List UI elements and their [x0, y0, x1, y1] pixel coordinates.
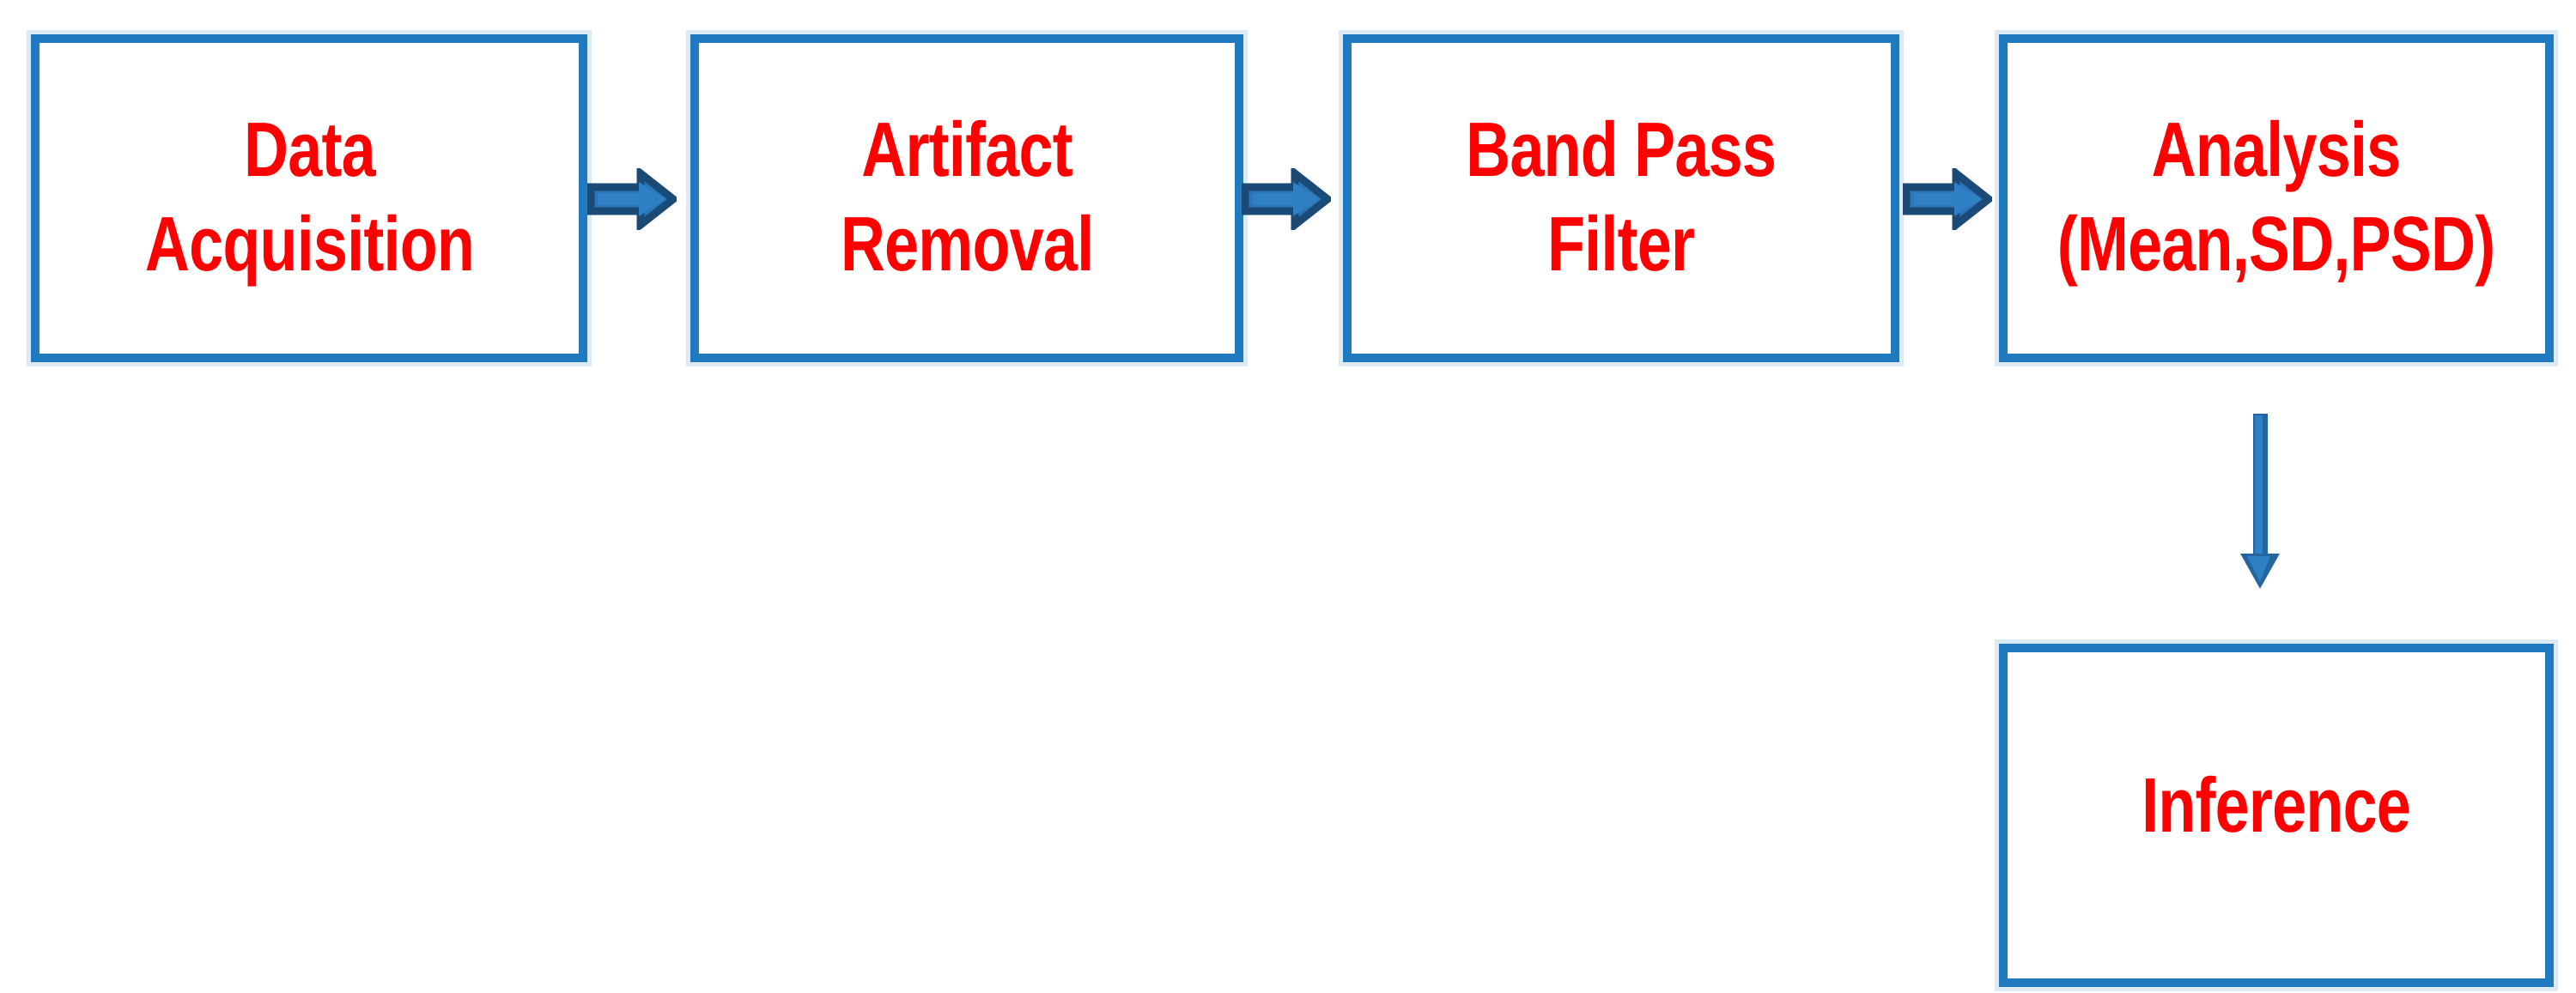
- arrow-right-icon: [1902, 165, 1996, 233]
- process-box-label: Data Acquisition: [144, 104, 474, 293]
- process-box-label-line: Band Pass: [1466, 107, 1777, 194]
- arrow-right-icon: [586, 165, 680, 233]
- process-box-label-line: Filter: [1547, 202, 1695, 288]
- process-box-artifact-removal[interactable]: Artifact Removal: [690, 34, 1243, 362]
- process-box-analysis[interactable]: Analysis (Mean,SD,PSD): [1999, 34, 2554, 362]
- process-box-data-acquisition[interactable]: Data Acquisition: [31, 34, 587, 362]
- process-box-label: Band Pass Filter: [1467, 104, 1777, 293]
- process-box-inference[interactable]: Inference: [1999, 644, 2554, 987]
- process-box-label-line: (Mean,SD,PSD): [2057, 202, 2495, 288]
- process-box-band-pass-filter[interactable]: Band Pass Filter: [1343, 34, 1899, 362]
- process-box-label-line: Artifact: [861, 107, 1072, 194]
- process-box-label-line: Data: [243, 107, 376, 194]
- process-box-label-line: Inference: [2142, 763, 2412, 850]
- process-box-label-line: Acquisition: [144, 202, 474, 288]
- process-box-label: Artifact Removal: [841, 104, 1094, 293]
- arrow-right-icon: [1241, 165, 1334, 233]
- process-box-label: Inference: [2142, 760, 2412, 854]
- arrow-down-icon: [2229, 414, 2291, 592]
- process-box-label-line: Removal: [840, 202, 1094, 288]
- process-box-label: Analysis (Mean,SD,PSD): [2057, 104, 2495, 293]
- process-box-label-line: Analysis: [2152, 107, 2402, 194]
